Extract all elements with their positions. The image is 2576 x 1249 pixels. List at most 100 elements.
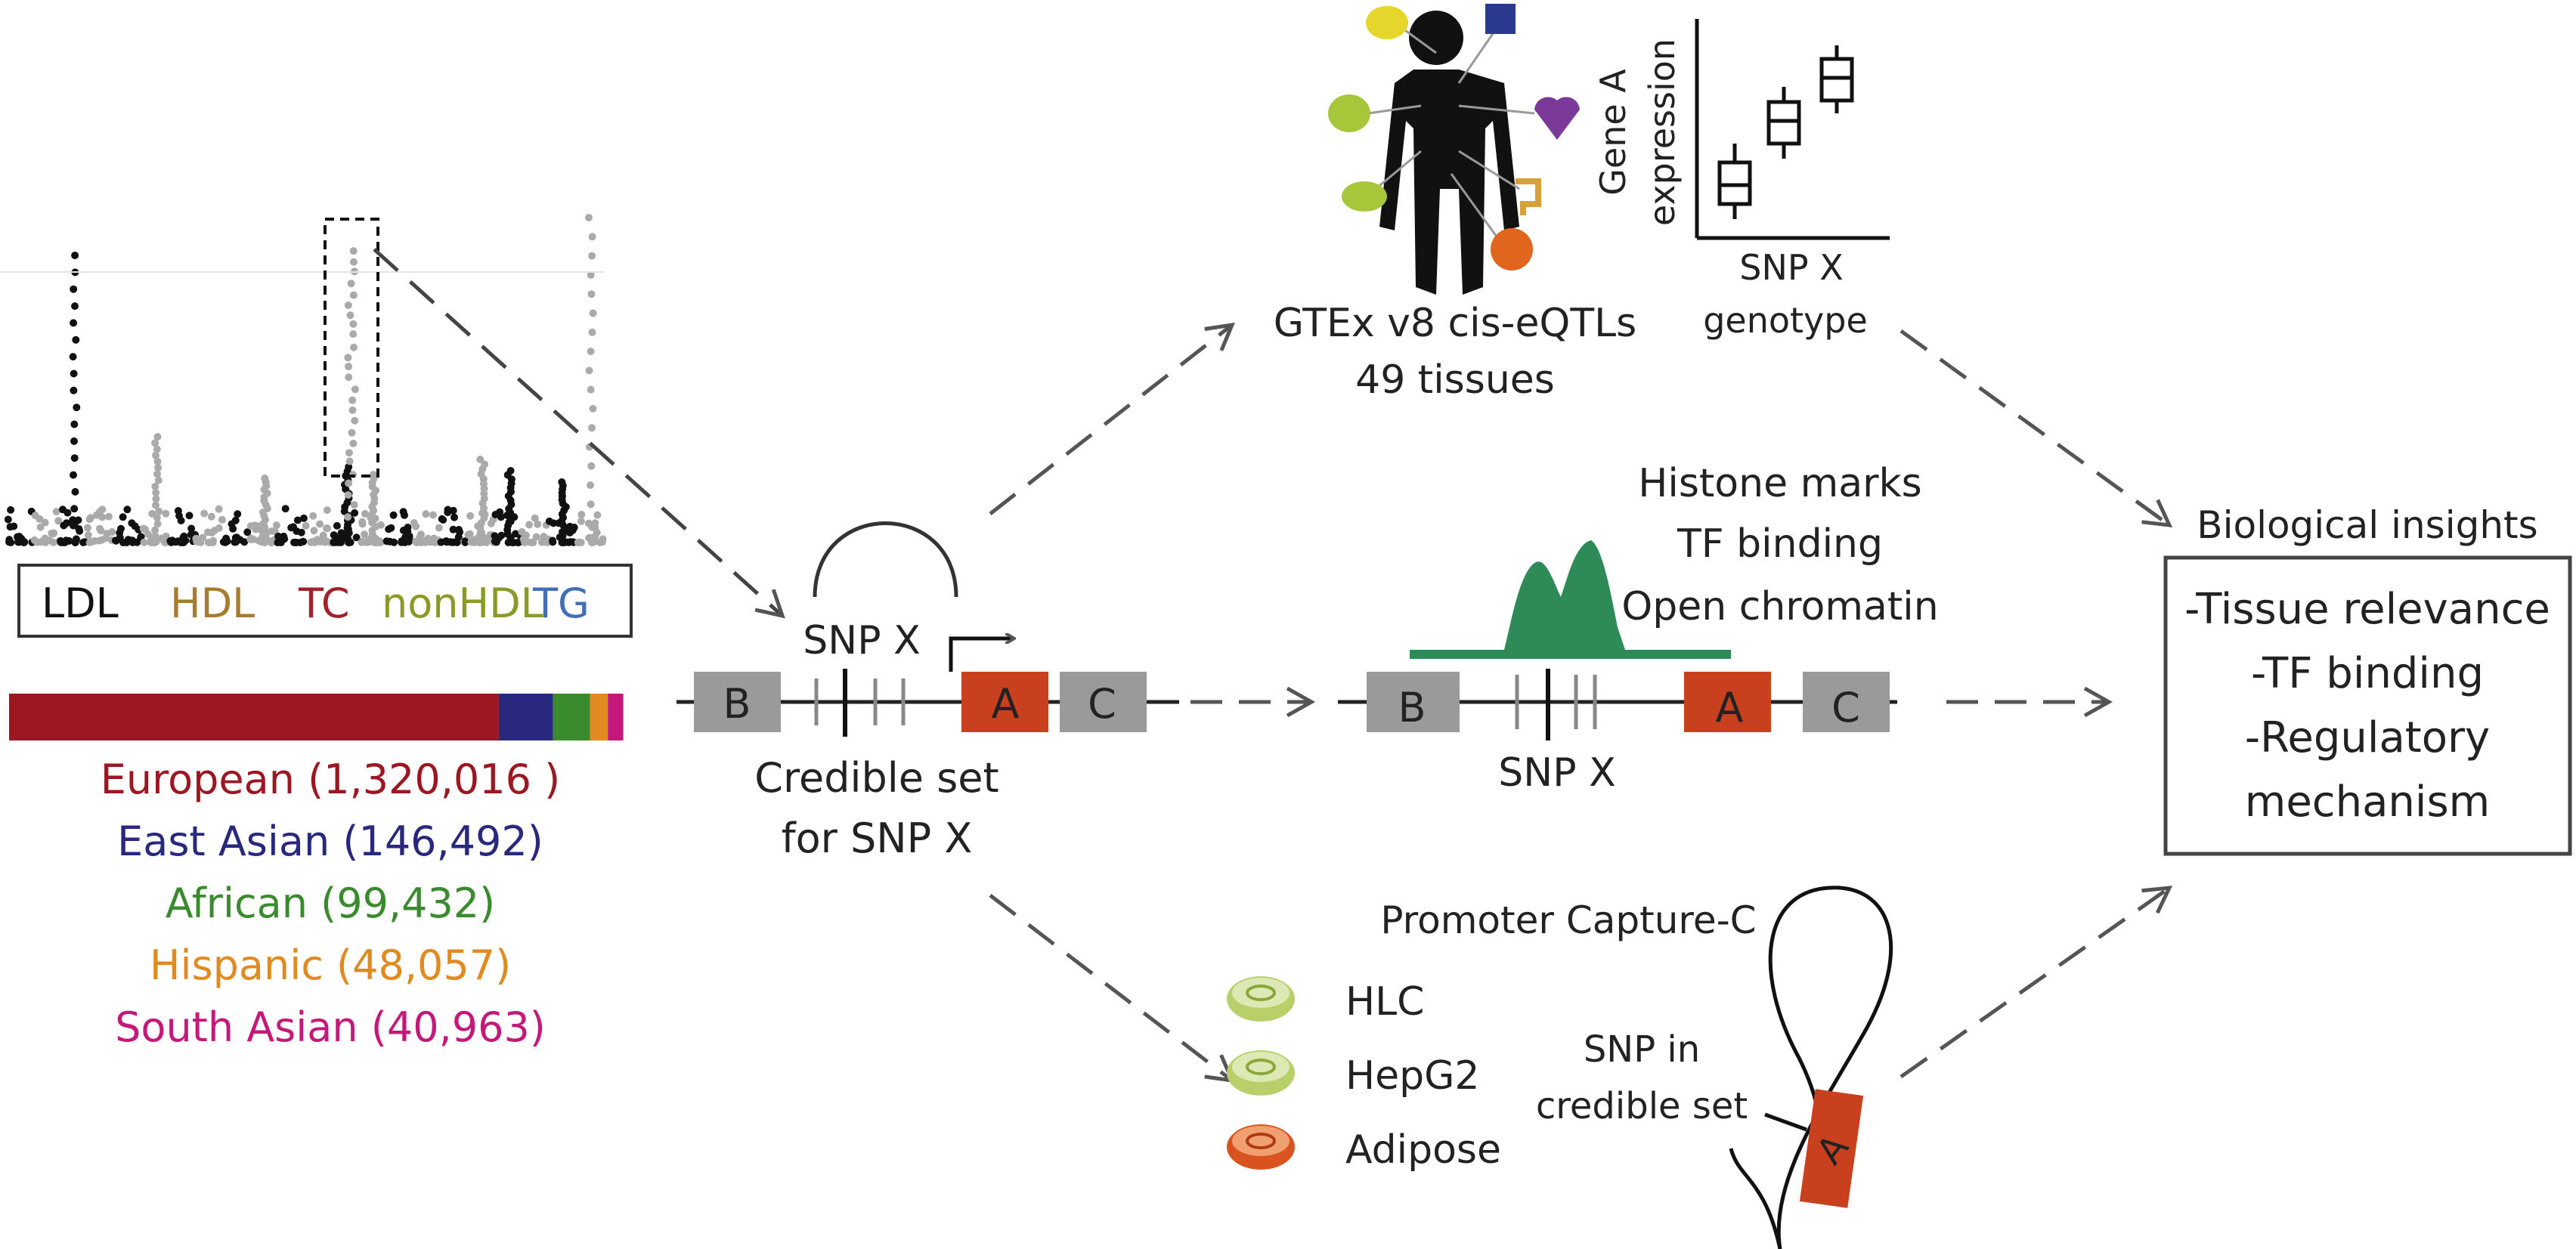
mid-gene-b-label: B	[1398, 684, 1426, 731]
gtex-label-2: 49 tissues	[1355, 357, 1555, 403]
cell-label-hlc: HLC	[1345, 979, 1424, 1025]
manhattan-point	[330, 538, 338, 546]
insights-line-1: -Tissue relevance	[2184, 585, 2550, 634]
manhattan-highlight-point	[350, 343, 358, 351]
manhattan-point	[534, 520, 542, 528]
manhattan-point	[5, 536, 14, 544]
manhattan-point	[119, 513, 127, 521]
manhattan-peak-point	[151, 526, 159, 534]
manhattan-peak-point	[588, 424, 596, 432]
adipose-tissue-icon	[1491, 228, 1533, 271]
manhattan-point	[429, 511, 437, 519]
manhattan-peak-point	[588, 328, 596, 336]
chromatin-loop	[813, 521, 958, 598]
manhattan-point	[352, 533, 361, 542]
manhattan-point	[513, 539, 522, 546]
manhattan-highlight-point	[345, 373, 353, 382]
manhattan-point	[17, 537, 25, 546]
manhattan-point	[272, 521, 280, 530]
brain-icon	[1366, 6, 1408, 39]
manhattan-peak-point	[154, 464, 162, 472]
manhattan-point	[358, 538, 366, 546]
manhattan-point	[497, 531, 506, 539]
manhattan-peak-point	[70, 386, 78, 394]
manhattan-point	[54, 517, 63, 525]
credible-set-label-1: Credible set	[754, 754, 999, 802]
ancestry-segment-east-asian	[498, 694, 553, 740]
gene-c-box	[1060, 672, 1147, 732]
highlight-locus-box	[324, 218, 379, 478]
arrow-gtex-to-insights	[1899, 329, 2169, 525]
manhattan-point	[174, 507, 182, 515]
manhattan-highlight-point	[344, 301, 352, 309]
insights-box	[2163, 555, 2572, 856]
manhattan-peak-point	[153, 433, 162, 441]
manhattan-point	[185, 512, 194, 520]
manhattan-peak-point	[69, 353, 77, 361]
manhattan-peak-point	[71, 252, 79, 259]
trait-legend-box	[17, 564, 633, 638]
manhattan-point	[207, 512, 215, 521]
manhattan-peak-point	[153, 457, 162, 465]
manhattan-highlight-point	[346, 311, 355, 320]
capture-gene-a-box	[1799, 1089, 1864, 1208]
manhattan-point	[401, 533, 409, 542]
mid-gene-a-label: A	[1716, 684, 1744, 731]
manhattan-peak-point	[152, 501, 159, 509]
manhattan-point	[187, 524, 196, 533]
boxplot-xlabel-1: SNP X	[1739, 247, 1843, 288]
manhattan-point	[549, 536, 557, 545]
manhattan-point	[63, 519, 71, 527]
liver-icon	[1342, 181, 1387, 212]
cell-dish-hlc-icon	[1227, 976, 1295, 1022]
manhattan-point	[208, 538, 216, 546]
manhattan-point	[193, 537, 201, 546]
manhattan-point	[593, 528, 601, 536]
manhattan-point	[159, 536, 168, 544]
manhattan-point	[178, 537, 186, 546]
manhattan-point	[218, 515, 226, 524]
ancestry-hispanic: Hispanic (48,057)	[150, 941, 511, 989]
manhattan-point	[416, 533, 424, 541]
manhattan-point	[133, 538, 141, 546]
ancestry-european: European (1,320,016 )	[101, 756, 561, 803]
cell-dish-hepg2-icon	[1227, 1050, 1295, 1096]
manhattan-point	[49, 530, 57, 538]
insights-line-2: -TF binding	[2251, 649, 2484, 698]
manhattan-highlight-point	[351, 385, 359, 394]
manhattan-highlight-point	[349, 330, 358, 339]
manhattan-highlight-point	[344, 513, 352, 521]
manhattan-plot	[4, 214, 607, 546]
ancestry-segment-african	[553, 694, 590, 740]
insights-line-3: -Regulatory	[2245, 713, 2490, 762]
manhattan-point	[41, 518, 49, 527]
manhattan-point	[281, 505, 289, 513]
manhattan-peak-point	[70, 437, 78, 445]
manhattan-point	[277, 537, 285, 546]
cell-dish-adipose-icon	[1227, 1124, 1295, 1170]
manhattan-point	[87, 514, 94, 522]
manhattan-peak-point	[153, 470, 161, 478]
ancestry-african: African (99,432)	[166, 880, 495, 927]
manhattan-point	[401, 511, 408, 519]
manhattan-peak-point	[153, 445, 161, 453]
manhattan-peak-point	[150, 539, 159, 546]
gene-b-label: B	[723, 680, 751, 728]
manhattan-point	[84, 524, 91, 532]
manhattan-peak-point	[588, 233, 596, 241]
manhattan-peak-point	[151, 532, 159, 540]
manhattan-peak-point	[587, 385, 595, 394]
snp-x-label: SNP X	[803, 618, 920, 663]
ancestry-east-asian: East Asian (146,492)	[117, 818, 543, 865]
manhattan-peak-point	[589, 309, 597, 317]
manhattan-peak-point	[71, 539, 79, 546]
manhattan-point	[449, 525, 457, 533]
manhattan-point	[316, 520, 324, 528]
manhattan-point	[333, 521, 341, 530]
manhattan-point	[4, 515, 12, 524]
manhattan-point	[105, 512, 113, 521]
boxplot-box-2	[1766, 87, 1801, 159]
ancestry-bar	[9, 694, 624, 740]
mid-gene-b-box	[1367, 672, 1460, 732]
